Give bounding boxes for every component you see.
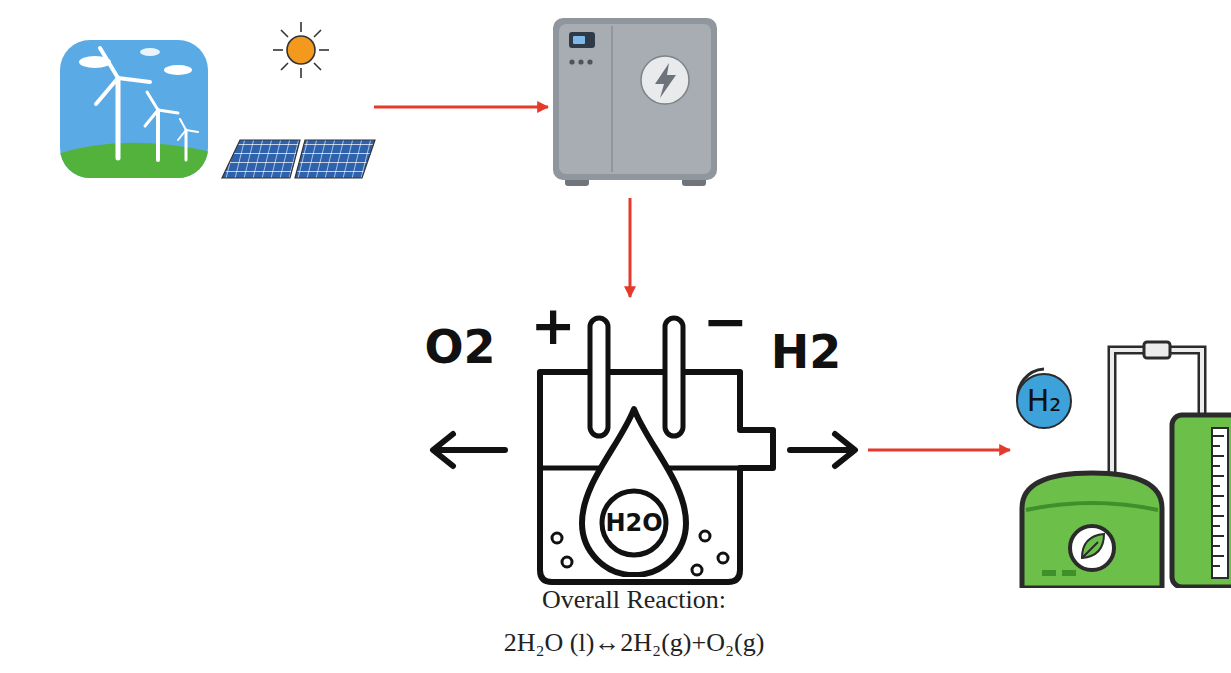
flow-arrow: [374, 106, 548, 109]
wind-landscape: [60, 40, 208, 178]
water-drop: H2O: [578, 405, 690, 577]
flow-arrow: [868, 449, 1010, 452]
electrolysis-cell: +−O2H2H2O: [405, 300, 860, 585]
water-drop-outline: [578, 405, 690, 577]
water-label: H2O: [605, 511, 662, 535]
reaction-heading: Overall Reaction:: [542, 586, 726, 615]
sun-icon: [273, 22, 329, 78]
hydrogen-badge: H₂: [1027, 386, 1062, 416]
power-supply: [553, 18, 717, 186]
anode-sign: +: [530, 299, 575, 353]
cathode-sign: −: [702, 295, 747, 349]
flow-arrow: [629, 198, 632, 297]
hydrogen-output: H2: [771, 329, 842, 375]
solar-panels: [222, 140, 375, 178]
hydrogen-storage: H₂: [1012, 320, 1231, 588]
reaction-equation: 2H₂O (l)↔2H₂(g)+O₂(g): [504, 629, 765, 658]
hydrogen-storage-outline: [1012, 320, 1231, 588]
oxygen-output: O2: [424, 324, 495, 370]
